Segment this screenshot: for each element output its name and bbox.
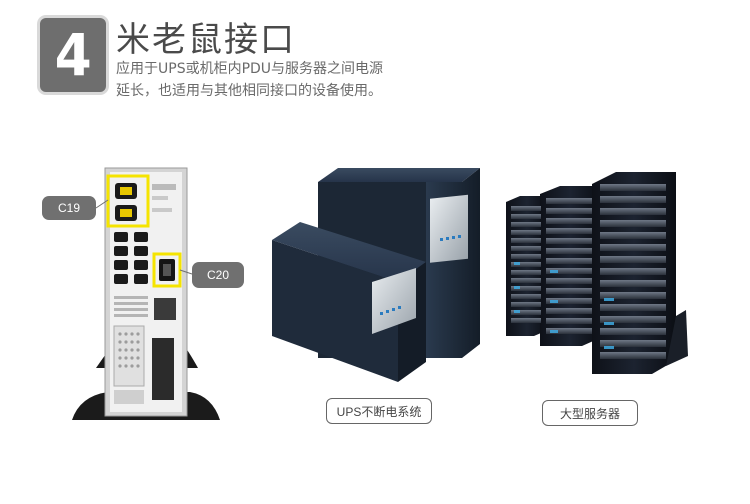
- description-line-1: 应用于UPS或机柜内PDU与服务器之间电源: [116, 61, 384, 77]
- step-number: 4: [54, 21, 92, 89]
- ups-rear-panel-image: [72, 167, 220, 420]
- description: 应用于UPS或机柜内PDU与服务器之间电源 延长，也适用与其他相同接口的设备使用…: [116, 58, 456, 102]
- page-title: 米老鼠接口: [116, 20, 296, 60]
- description-line-2: 延长，也适用与其他相同接口的设备使用。: [116, 83, 382, 99]
- ups-caption: UPS不断电系统: [326, 398, 432, 424]
- step-number-badge: 4: [40, 18, 106, 92]
- c19-callout: C19: [42, 196, 96, 220]
- ups-towers-image: [272, 168, 480, 382]
- server-caption: 大型服务器: [542, 400, 638, 426]
- c20-callout: C20: [192, 262, 244, 288]
- server-racks-image: [506, 172, 688, 374]
